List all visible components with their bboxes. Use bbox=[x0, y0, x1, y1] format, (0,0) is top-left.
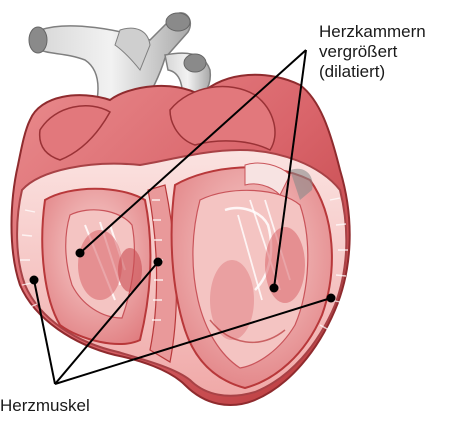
label-ventricles-line3: (dilatiert) bbox=[319, 62, 426, 82]
dot-muscle-left-wall bbox=[30, 276, 39, 285]
label-heart-muscle: Herzmuskel bbox=[0, 396, 90, 416]
label-ventricles-line1: Herzkammern bbox=[319, 22, 426, 42]
dot-muscle-septum bbox=[154, 258, 163, 267]
label-ventricles-line2: vergrößert bbox=[319, 42, 426, 62]
dot-muscle-right-wall bbox=[327, 294, 336, 303]
label-ventricles-dilated: Herzkammern vergrößert (dilatiert) bbox=[319, 22, 426, 82]
left-ventricle-cavity bbox=[42, 189, 150, 344]
dot-ventricle-right bbox=[270, 284, 279, 293]
dot-ventricle-left bbox=[76, 249, 85, 258]
